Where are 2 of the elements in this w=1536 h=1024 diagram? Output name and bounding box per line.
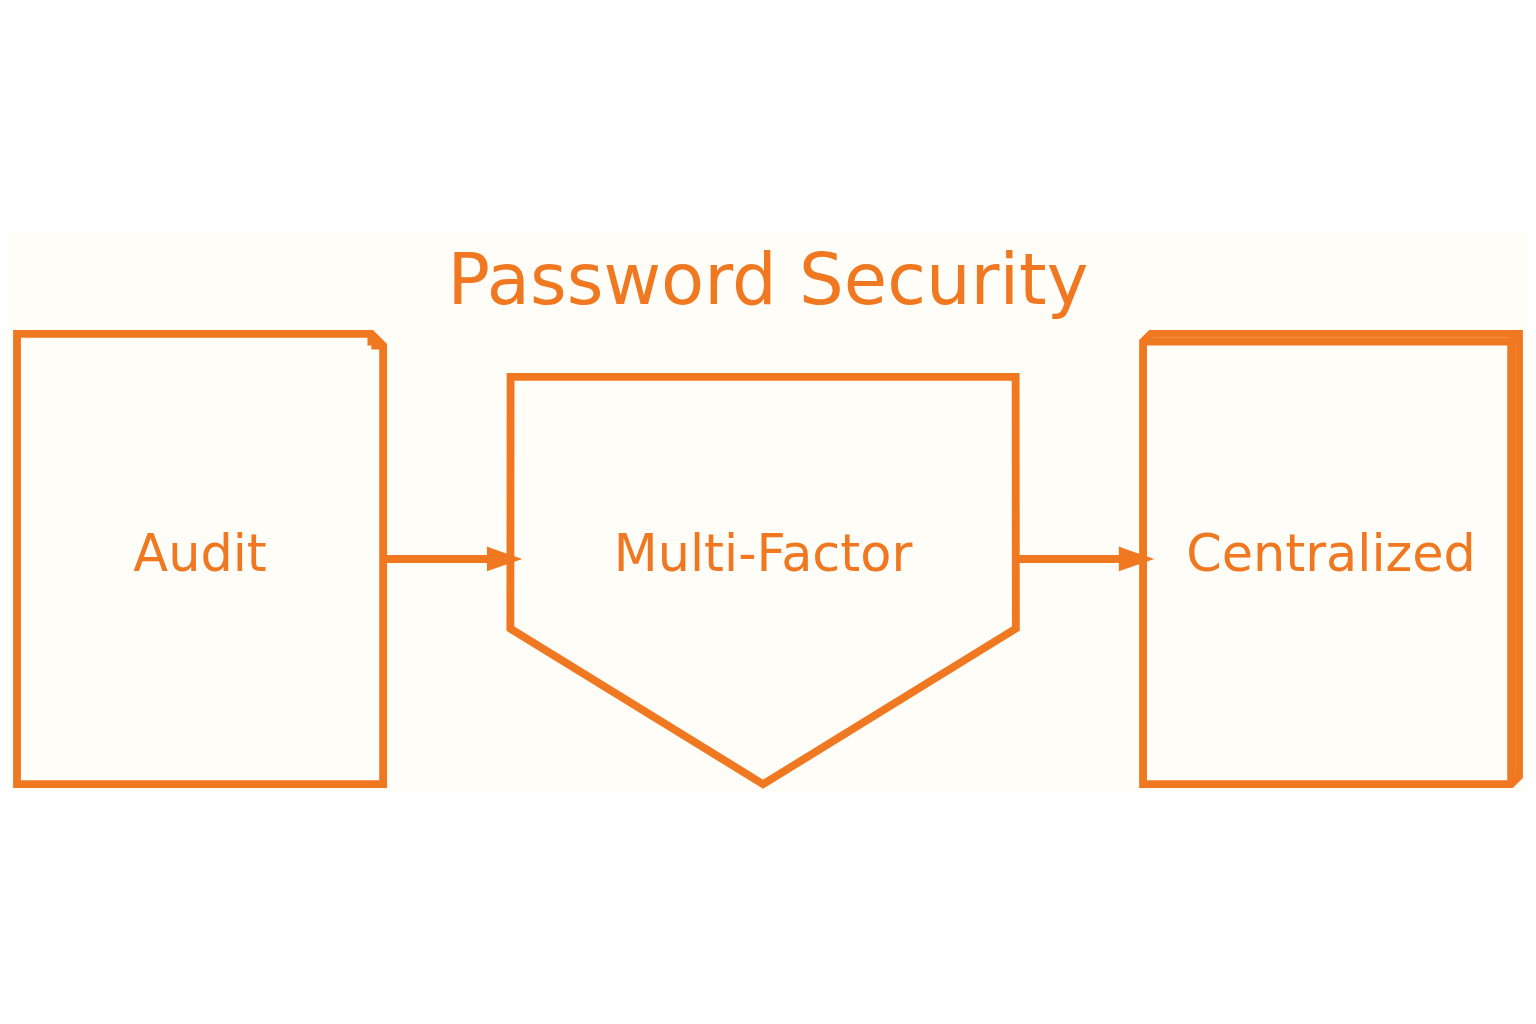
diagram-title: Password Security bbox=[447, 239, 1089, 322]
arrow bbox=[1016, 546, 1155, 572]
